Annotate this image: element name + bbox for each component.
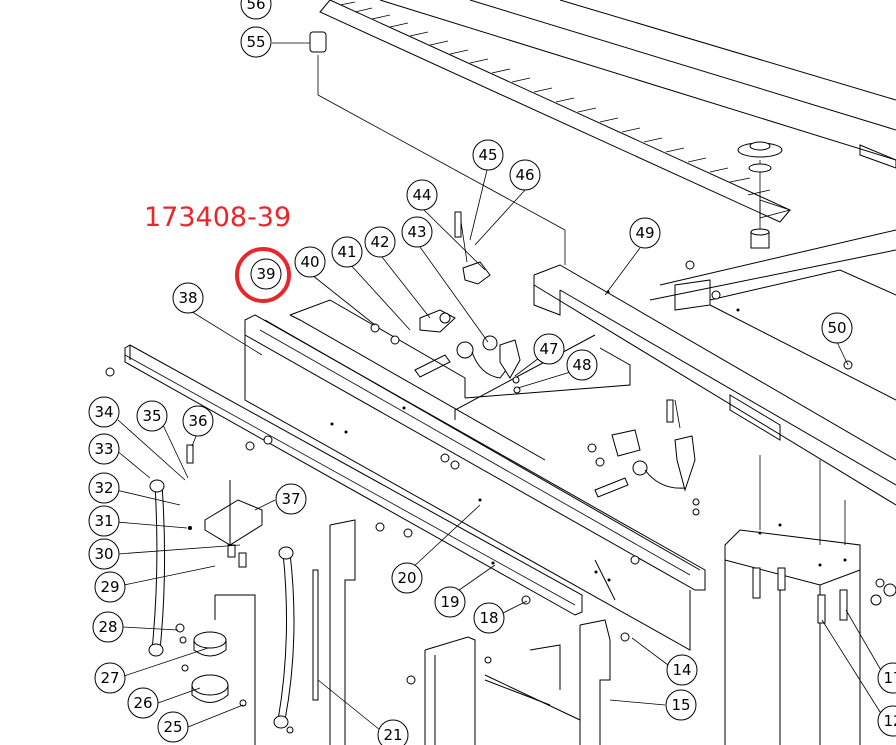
leader-lines <box>115 169 883 731</box>
callout-46-label: 46 <box>515 166 534 184</box>
callout-12[interactable]: 12 <box>877 705 896 737</box>
callout-18-label: 18 <box>479 609 498 627</box>
callout-41[interactable]: 41 <box>331 236 363 268</box>
callout-42[interactable]: 42 <box>364 226 396 258</box>
callout-21[interactable]: 21 <box>377 719 409 745</box>
callout-37[interactable]: 37 <box>275 483 307 515</box>
callout-55-label: 55 <box>246 33 265 51</box>
callout-56[interactable]: 56 <box>240 0 272 20</box>
callout-50-label: 50 <box>827 319 846 337</box>
callout-12-label: 12 <box>883 712 896 730</box>
rail-19 <box>124 344 583 616</box>
callout-41-label: 41 <box>337 243 356 261</box>
callout-34-label: 34 <box>94 403 113 421</box>
callout-35[interactable]: 35 <box>136 400 168 432</box>
callout-27[interactable]: 27 <box>94 662 126 694</box>
callout-36-label: 36 <box>188 412 207 430</box>
callout-36[interactable]: 36 <box>182 405 214 437</box>
callout-14-label: 14 <box>672 661 691 679</box>
callout-32[interactable]: 32 <box>88 472 120 504</box>
callout-39-label: 39 <box>256 265 275 283</box>
callout-42-label: 42 <box>370 233 389 251</box>
callout-28[interactable]: 28 <box>92 611 124 643</box>
callout-26-label: 26 <box>133 694 152 712</box>
callout-32-label: 32 <box>94 479 113 497</box>
callout-49-label: 49 <box>635 224 654 242</box>
callout-38-label: 38 <box>178 289 197 307</box>
callout-27-label: 27 <box>100 669 119 687</box>
callout-21-label: 21 <box>383 726 402 744</box>
callout-17-label: 17 <box>883 669 896 687</box>
callout-19-label: 19 <box>440 593 459 611</box>
callout-56-label: 56 <box>246 0 265 13</box>
callout-43[interactable]: 43 <box>401 216 433 248</box>
callout-50[interactable]: 50 <box>821 312 853 344</box>
callout-33[interactable]: 33 <box>88 433 120 465</box>
callout-44[interactable]: 44 <box>406 179 438 211</box>
callout-29-label: 29 <box>100 578 119 596</box>
callout-20-label: 20 <box>397 569 416 587</box>
callout-44-label: 44 <box>412 186 431 204</box>
callout-46[interactable]: 46 <box>509 159 541 191</box>
bracket-group <box>370 214 700 516</box>
top-right-fasteners <box>737 141 783 249</box>
callout-25[interactable]: 25 <box>157 711 189 743</box>
left-linkage <box>148 479 295 745</box>
callout-45[interactable]: 45 <box>472 139 504 171</box>
callout-30[interactable]: 30 <box>88 538 120 570</box>
callout-17[interactable]: 17 <box>877 662 896 694</box>
callout-29[interactable]: 29 <box>94 571 126 603</box>
uprights <box>312 455 861 745</box>
highlight-ring <box>235 247 291 303</box>
callout-40-label: 40 <box>300 253 319 271</box>
callout-31-label: 31 <box>94 512 113 530</box>
callout-39[interactable]: 39 <box>235 247 291 303</box>
callout-34[interactable]: 34 <box>88 396 120 428</box>
callout-26[interactable]: 26 <box>127 687 159 719</box>
callout-28-label: 28 <box>98 618 117 636</box>
callout-25-label: 25 <box>163 718 182 736</box>
callout-47-label: 47 <box>539 340 558 358</box>
callout-40[interactable]: 40 <box>294 246 326 278</box>
leader-55 <box>272 31 566 265</box>
callout-37-label: 37 <box>281 490 300 508</box>
screws <box>105 211 896 734</box>
callout-20[interactable]: 20 <box>391 562 423 594</box>
comb-plate <box>319 0 896 223</box>
panel-20 <box>244 314 706 651</box>
callout-14[interactable]: 14 <box>666 654 698 686</box>
callout-30-label: 30 <box>94 545 113 563</box>
callout-31[interactable]: 31 <box>88 505 120 537</box>
callout-43-label: 43 <box>407 223 426 241</box>
callout-49[interactable]: 49 <box>629 217 661 249</box>
callout-15-label: 15 <box>671 696 690 714</box>
callout-18[interactable]: 18 <box>473 602 505 634</box>
callout-55[interactable]: 55 <box>240 26 272 58</box>
callout-45-label: 45 <box>478 146 497 164</box>
callout-47[interactable]: 47 <box>533 333 565 365</box>
callout-38[interactable]: 38 <box>172 282 204 314</box>
callout-33-label: 33 <box>94 440 113 458</box>
callout-48[interactable]: 48 <box>566 349 598 381</box>
callout-19[interactable]: 19 <box>434 586 466 618</box>
callout-35-label: 35 <box>142 407 161 425</box>
part-number-label: 173408-39 <box>144 202 291 233</box>
callout-48-label: 48 <box>572 356 591 374</box>
callout-15[interactable]: 15 <box>665 689 697 721</box>
